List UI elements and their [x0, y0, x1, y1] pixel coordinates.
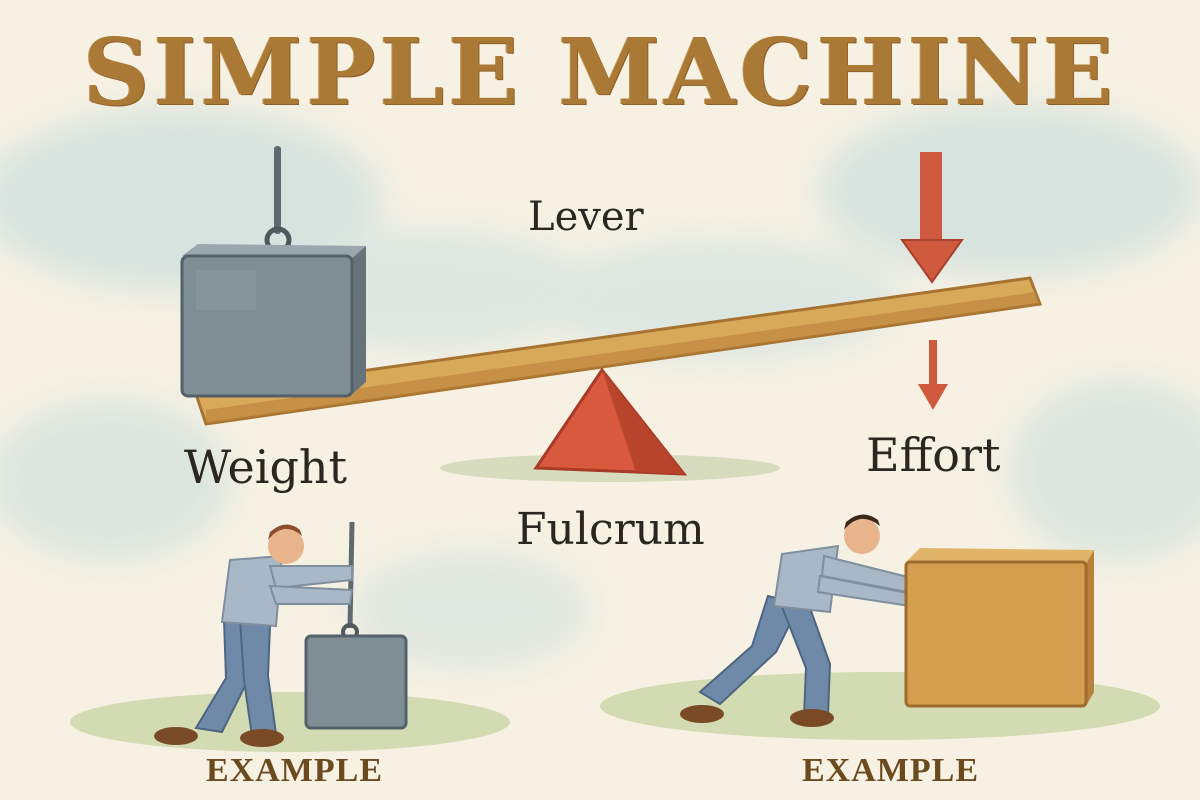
weight-block-icon — [180, 244, 366, 398]
worker-pushing-figure-icon — [680, 514, 914, 727]
small-down-arrow-icon — [918, 340, 948, 410]
down-arrow-icon — [900, 152, 964, 284]
effort-label: Effort — [866, 428, 1001, 482]
lever-beam — [194, 276, 1043, 426]
weight-label: Weight — [184, 440, 348, 494]
worker-figure-icon — [154, 521, 408, 747]
page-title: SIMPLE MACHINE — [83, 18, 1117, 126]
ground-patches — [70, 454, 1160, 752]
example-label-left: EXAMPLE — [206, 752, 383, 789]
wooden-box-icon — [904, 548, 1094, 708]
fulcrum-triangle-icon — [533, 367, 688, 476]
example-label-right: EXAMPLE — [802, 752, 979, 789]
lever-label: Lever — [528, 194, 644, 240]
fulcrum-label: Fulcrum — [516, 504, 705, 555]
